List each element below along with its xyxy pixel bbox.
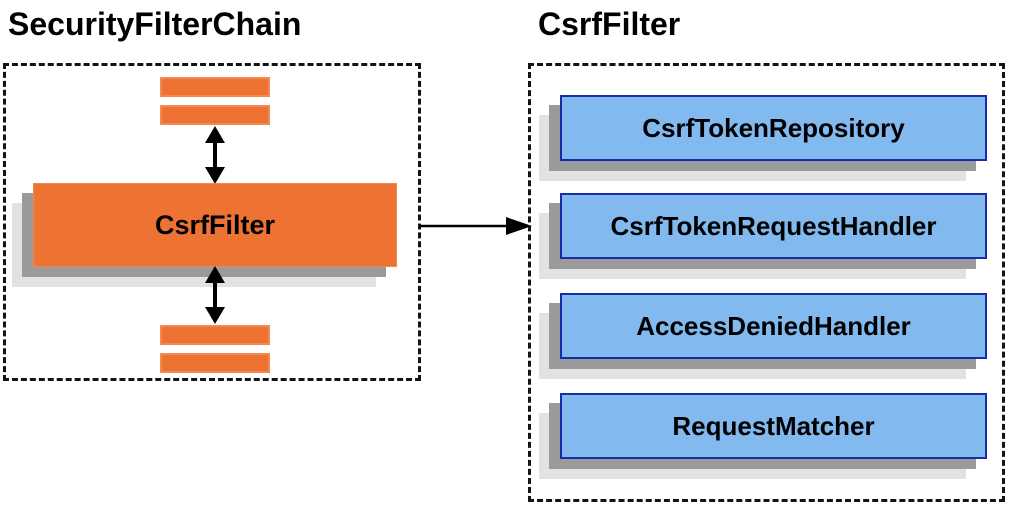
filter-placeholder-bar — [160, 77, 270, 97]
csrf-filter-box-label: CsrfFilter — [154, 209, 276, 240]
component-label: CsrfTokenRepository — [642, 112, 905, 143]
component-label: AccessDeniedHandler — [636, 310, 911, 341]
component-label: RequestMatcher — [672, 410, 875, 441]
csrf-filter-box: CsrfFilter — [33, 183, 397, 267]
component-label: CsrfTokenRequestHandler — [610, 210, 937, 241]
request-matcher-box: RequestMatcher — [560, 393, 987, 459]
filter-placeholder-bar — [160, 105, 270, 125]
csrf-filter-container: CsrfTokenRepository CsrfTokenRequestHand… — [528, 63, 1005, 502]
security-filter-chain-title: SecurityFilterChain — [8, 6, 302, 42]
right-arrow-icon — [420, 217, 532, 235]
up-down-arrow-icon — [205, 266, 225, 324]
access-denied-handler-box: AccessDeniedHandler — [560, 293, 987, 359]
up-down-arrow-icon — [205, 126, 225, 184]
csrf-token-request-handler-box: CsrfTokenRequestHandler — [560, 193, 987, 259]
filter-placeholder-bar — [160, 353, 270, 373]
csrf-filter-title: CsrfFilter — [538, 6, 681, 42]
filter-placeholder-bar — [160, 325, 270, 345]
security-filter-chain-container: CsrfFilter — [3, 63, 421, 381]
csrf-token-repository-box: CsrfTokenRepository — [560, 95, 987, 161]
